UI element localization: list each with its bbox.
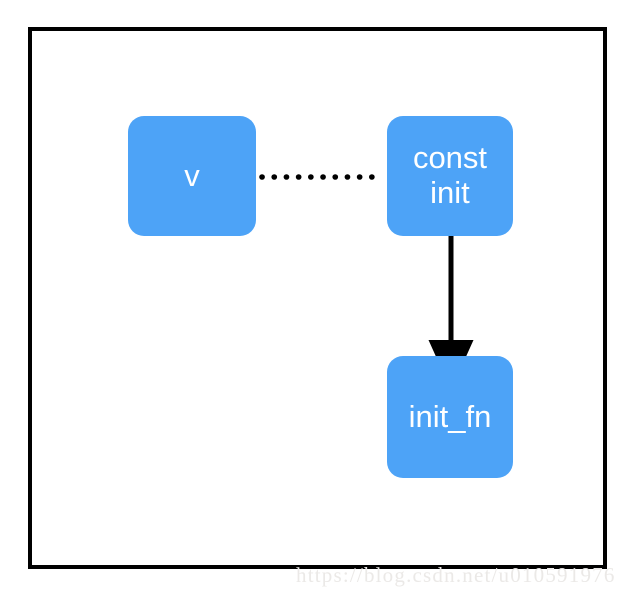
node-v[interactable]: v (128, 116, 256, 236)
node-init-fn[interactable]: init_fn (387, 356, 513, 478)
node-const-init[interactable]: const init (387, 116, 513, 236)
watermark-text: https://blog.csdn.net/u010591976 (296, 563, 616, 587)
outer-border (28, 27, 607, 569)
